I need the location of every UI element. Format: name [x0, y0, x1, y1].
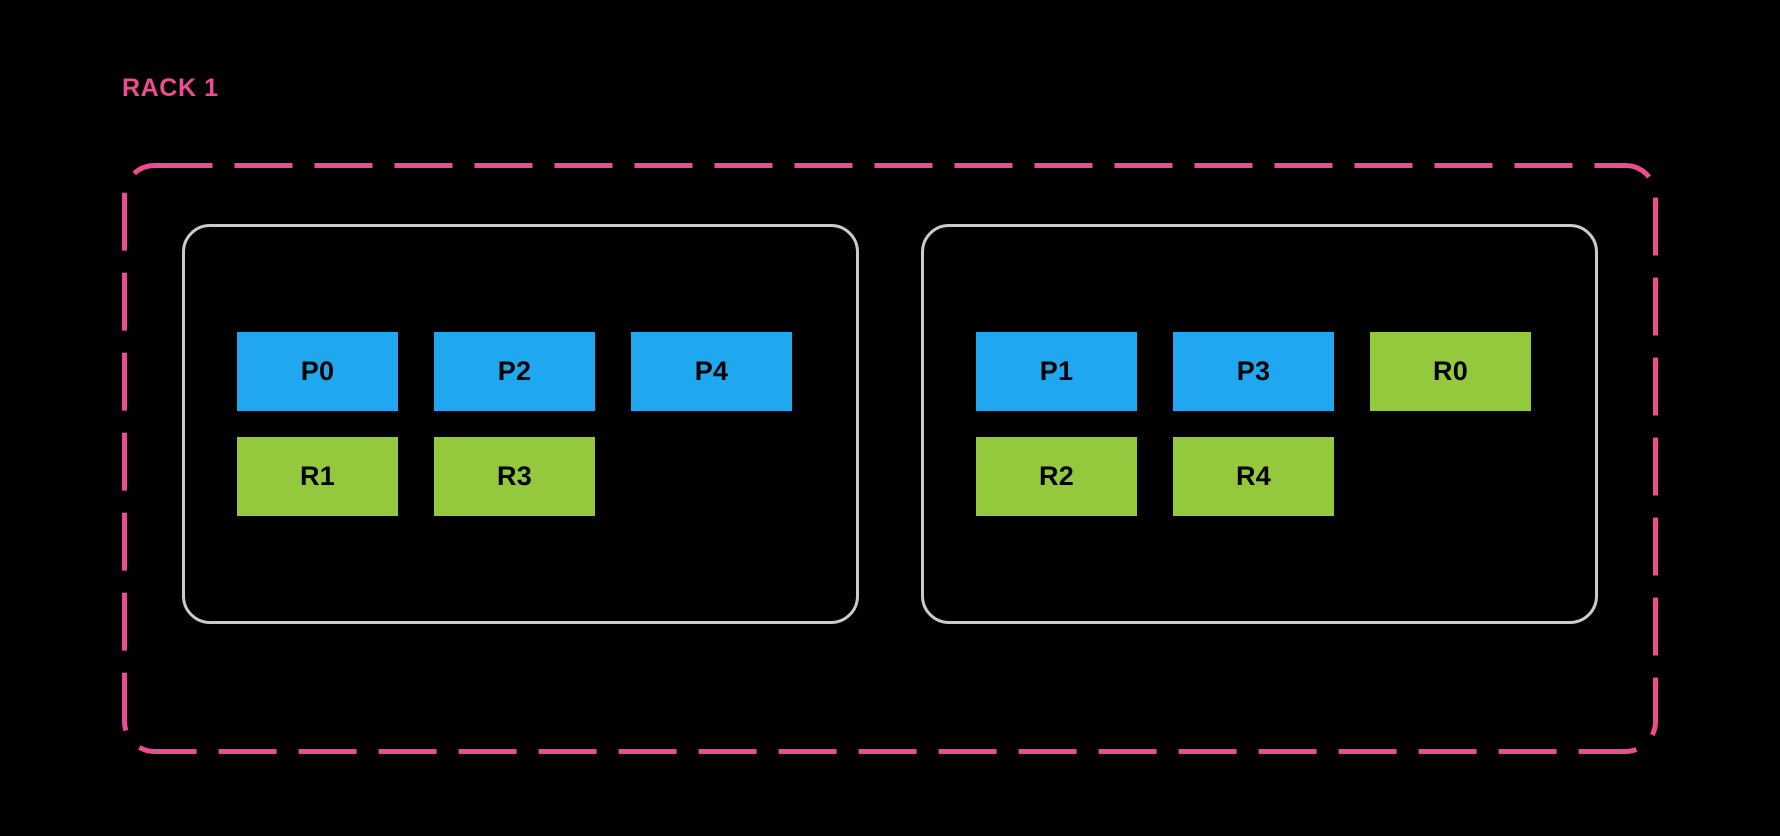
shard-chip[interactable]: P0	[237, 332, 398, 411]
shard-chip[interactable]: R0	[1370, 332, 1531, 411]
node-container-2: P1 P3 R0 R2 R4	[921, 224, 1598, 624]
nodes-row: P0 P2 P4 R1 R3 P1 P3 R0 R	[182, 224, 1598, 624]
node-1-shards: P0 P2 P4 R1 R3	[185, 332, 856, 516]
shard-chip[interactable]: R1	[237, 437, 398, 516]
shard-chip[interactable]: P4	[631, 332, 792, 411]
node-2-primary-row: P1 P3 R0	[976, 332, 1543, 411]
shard-chip[interactable]: P1	[976, 332, 1137, 411]
shard-chip[interactable]: P2	[434, 332, 595, 411]
node-2-replica-row: R2 R4	[976, 437, 1543, 516]
node-2-shards: P1 P3 R0 R2 R4	[924, 332, 1595, 516]
shard-chip[interactable]: P3	[1173, 332, 1334, 411]
shard-chip[interactable]: R4	[1173, 437, 1334, 516]
shard-chip[interactable]: R3	[434, 437, 595, 516]
shard-chip[interactable]: R2	[976, 437, 1137, 516]
node-1-replica-row: R1 R3	[237, 437, 804, 516]
rack-label: RACK 1	[122, 74, 219, 102]
node-1-primary-row: P0 P2 P4	[237, 332, 804, 411]
node-container-1: P0 P2 P4 R1 R3	[182, 224, 859, 624]
